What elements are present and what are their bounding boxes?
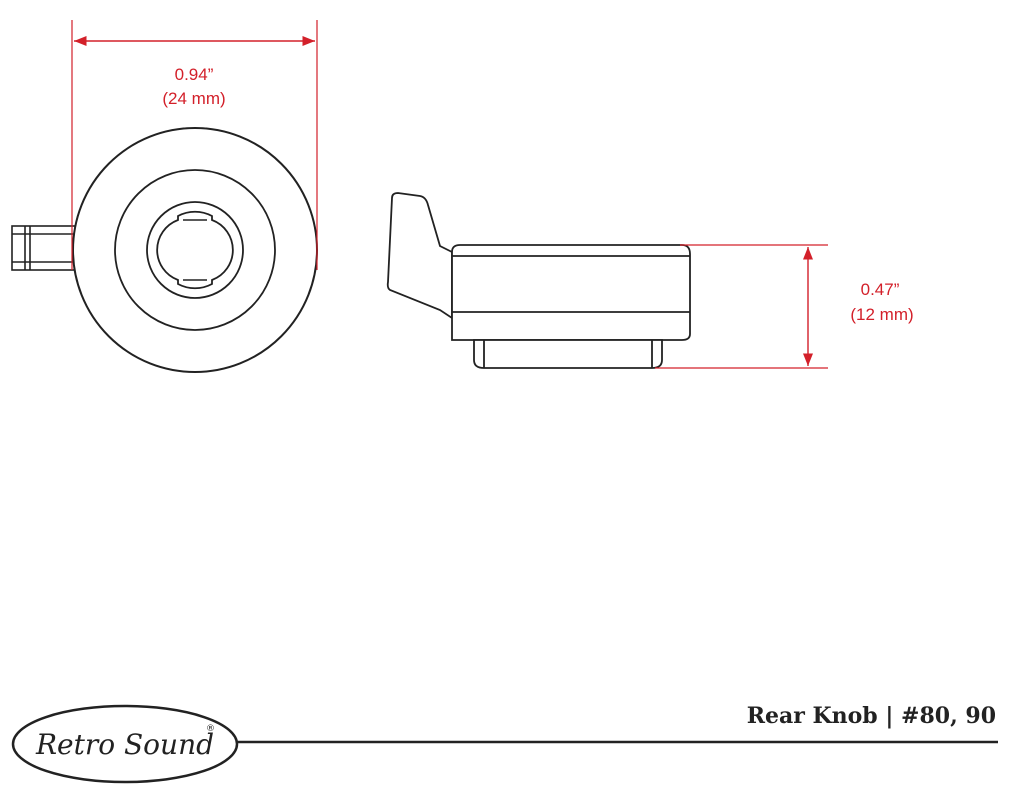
height-metric-label: (12 mm) xyxy=(850,305,913,324)
front-view xyxy=(11,127,318,373)
logo-text: Retro Sound xyxy=(35,728,214,761)
knob-body xyxy=(451,244,691,341)
height-dimension: 0.47” (12 mm) xyxy=(655,244,914,369)
knob-outer-rim xyxy=(72,127,318,373)
width-metric-label: (24 mm) xyxy=(162,89,225,108)
side-view xyxy=(386,192,691,369)
width-dimension: 0.94” (24 mm) xyxy=(71,20,318,270)
height-imperial-label: 0.47” xyxy=(861,280,900,299)
retro-sound-logo xyxy=(11,704,239,784)
pointer-tab xyxy=(11,225,77,271)
product-title: Rear Knob | #80, 90 xyxy=(747,703,996,729)
knob-hub xyxy=(146,201,244,299)
knob-base xyxy=(473,339,663,369)
pointer-fin xyxy=(386,192,453,320)
knob-inner-ring xyxy=(114,169,276,331)
registered-mark: ® xyxy=(206,724,215,734)
shaft-bore xyxy=(156,210,234,290)
footer: Retro Sound ® Rear Knob | #80, 90 xyxy=(11,703,998,784)
width-imperial-label: 0.94” xyxy=(175,65,214,84)
